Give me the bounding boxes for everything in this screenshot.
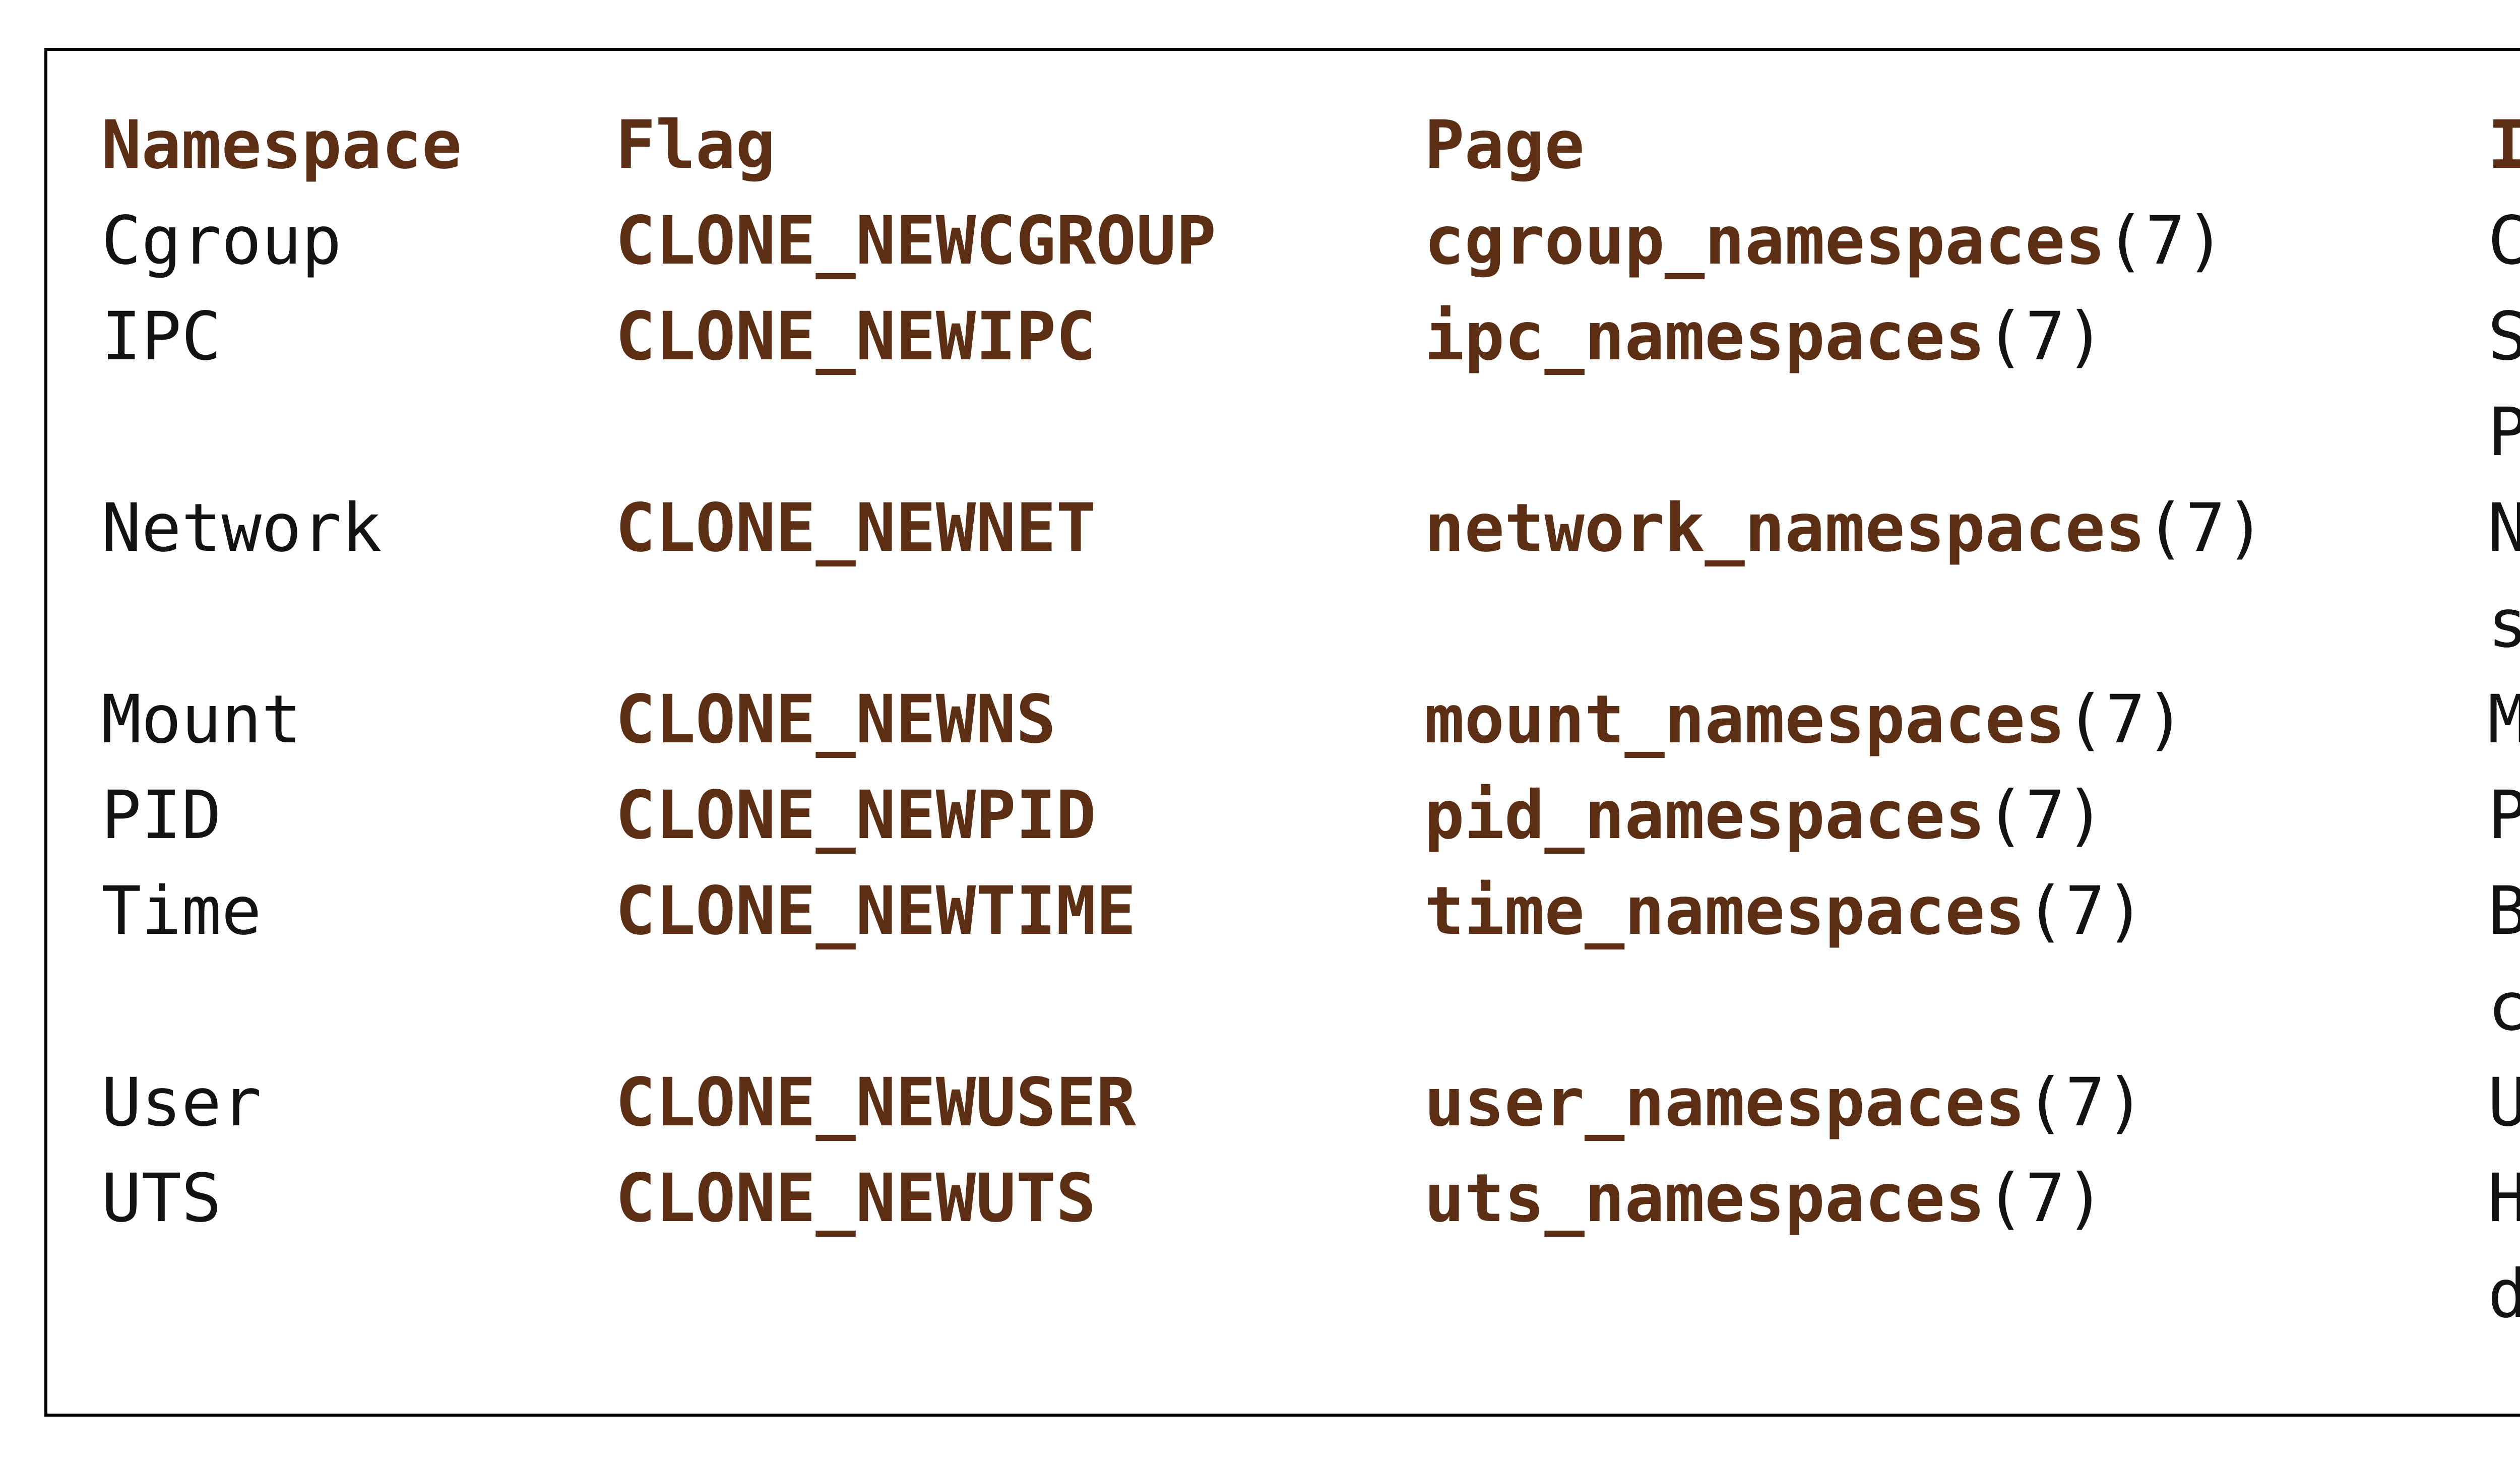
cell-isolates: POSIX message queues bbox=[2488, 394, 2520, 471]
page-manual-name: user_namespaces bbox=[1424, 1064, 2026, 1141]
table-row: PID CLONE_NEWPID pid_namespaces(7) Process … bbox=[47, 768, 2520, 863]
table-row: domain name bbox=[47, 1246, 2520, 1342]
column-header-flag: Flag bbox=[615, 106, 776, 184]
cell-isolates: clocks bbox=[2488, 968, 2520, 1046]
cell-isolates: User and group IDs bbox=[2488, 1064, 2520, 1141]
cell-page: ipc_namespaces(7) bbox=[1424, 289, 2105, 385]
table-row: UTS CLONE_NEWUTS uts_namespaces(7) Hostname… bbox=[47, 1151, 2520, 1246]
cell-page: user_namespaces(7) bbox=[1424, 1055, 2145, 1151]
cell-namespace: IPC bbox=[101, 298, 222, 375]
cell-flag: CLONE_NEWNS bbox=[615, 681, 1056, 758]
page-manual-section: (7) bbox=[1985, 1160, 2106, 1237]
page-manual-name: cgroup_namespaces bbox=[1424, 202, 2106, 280]
cell-isolates: Hostname and NIS bbox=[2488, 1160, 2520, 1237]
column-header-namespace: Namespace bbox=[101, 106, 462, 184]
cell-page: network_namespaces(7) bbox=[1424, 480, 2265, 576]
page-manual-section: (7) bbox=[2025, 1064, 2146, 1141]
page-manual-section: (7) bbox=[1985, 777, 2106, 854]
cell-namespace: Time bbox=[101, 872, 262, 950]
table-row: clocks bbox=[47, 959, 2520, 1055]
page-manual-name: Page bbox=[1424, 106, 1585, 184]
cell-flag: CLONE_NEWCGROUP bbox=[615, 202, 1217, 280]
cell-flag: CLONE_NEWUSER bbox=[615, 1064, 1137, 1141]
page-manual-section: (7) bbox=[2025, 872, 2146, 950]
page-manual-name: mount_namespaces bbox=[1424, 681, 2065, 758]
cell-isolates: Network devices, bbox=[2488, 489, 2520, 567]
table-header-row: Namespace Flag Page Isolates bbox=[47, 97, 2520, 193]
cell-flag: CLONE_NEWNET bbox=[615, 489, 1096, 567]
cell-page: pid_namespaces(7) bbox=[1424, 768, 2105, 863]
cell-isolates: domain name bbox=[2488, 1255, 2520, 1333]
cell-flag: CLONE_NEWPID bbox=[615, 777, 1096, 854]
table-row: Network CLONE_NEWNET network_namespaces(7)… bbox=[47, 480, 2520, 576]
table-row: Time CLONE_NEWTIME time_namespaces(7) Boot … bbox=[47, 863, 2520, 959]
table-grid: NamespaceFlagPageIsolatesCgroupCLONE_NEW… bbox=[47, 51, 2520, 1414]
table-row: POSIX message queues bbox=[47, 385, 2520, 480]
cell-isolates: stacks, ports, etc. bbox=[2488, 585, 2520, 663]
cell-isolates: Boot and monotonic bbox=[2488, 872, 2520, 950]
table-row: Mount CLONE_NEWNS mount_namespaces(7) Mount… bbox=[47, 672, 2520, 768]
cell-namespace: Cgroup bbox=[101, 202, 342, 280]
cell-isolates: Process IDs bbox=[2488, 777, 2520, 854]
cell-namespace: Mount bbox=[101, 681, 302, 758]
page-manual-section: (7) bbox=[2065, 681, 2185, 758]
page-manual-section: (7) bbox=[1985, 298, 2106, 375]
table-row: stacks, ports, etc. bbox=[47, 576, 2520, 672]
cell-flag: CLONE_NEWUTS bbox=[615, 1160, 1096, 1237]
page-manual-name: ipc_namespaces bbox=[1424, 298, 1985, 375]
table-row: User CLONE_NEWUSER user_namespaces(7) User … bbox=[47, 1055, 2520, 1151]
cell-page: mount_namespaces(7) bbox=[1424, 672, 2185, 768]
cell-namespace: UTS bbox=[101, 1160, 222, 1237]
cell-namespace: User bbox=[101, 1064, 262, 1141]
table-row: Cgroup CLONE_NEWCGROUP cgroup_namespaces(7… bbox=[47, 193, 2520, 289]
column-header-isolates: Isolates bbox=[2488, 106, 2520, 184]
cell-namespace: PID bbox=[101, 777, 222, 854]
page-manual-section: (7) bbox=[2105, 202, 2226, 280]
cell-page: cgroup_namespaces(7) bbox=[1424, 193, 2225, 289]
column-header-page: Page bbox=[1424, 97, 1585, 193]
namespaces-table-figure: NamespaceFlagPageIsolatesCgroupCLONE_NEW… bbox=[44, 48, 2520, 1417]
page-manual-name: time_namespaces bbox=[1424, 872, 2026, 950]
cell-page: uts_namespaces(7) bbox=[1424, 1151, 2105, 1246]
cell-isolates: Cgroup root directory bbox=[2488, 202, 2520, 280]
cell-isolates: Mount points bbox=[2488, 681, 2520, 758]
table-row: IPC CLONE_NEWIPC ipc_namespaces(7) System V… bbox=[47, 289, 2520, 385]
page-manual-name: network_namespaces bbox=[1424, 489, 2146, 567]
page-manual-name: pid_namespaces bbox=[1424, 777, 1985, 854]
cell-namespace: Network bbox=[101, 489, 382, 567]
page-manual-section: (7) bbox=[2145, 489, 2265, 567]
page-manual-name: uts_namespaces bbox=[1424, 1160, 1985, 1237]
cell-isolates: System V IPC, bbox=[2488, 298, 2520, 375]
cell-flag: CLONE_NEWTIME bbox=[615, 872, 1137, 950]
cell-flag: CLONE_NEWIPC bbox=[615, 298, 1096, 375]
cell-page: time_namespaces(7) bbox=[1424, 863, 2145, 959]
